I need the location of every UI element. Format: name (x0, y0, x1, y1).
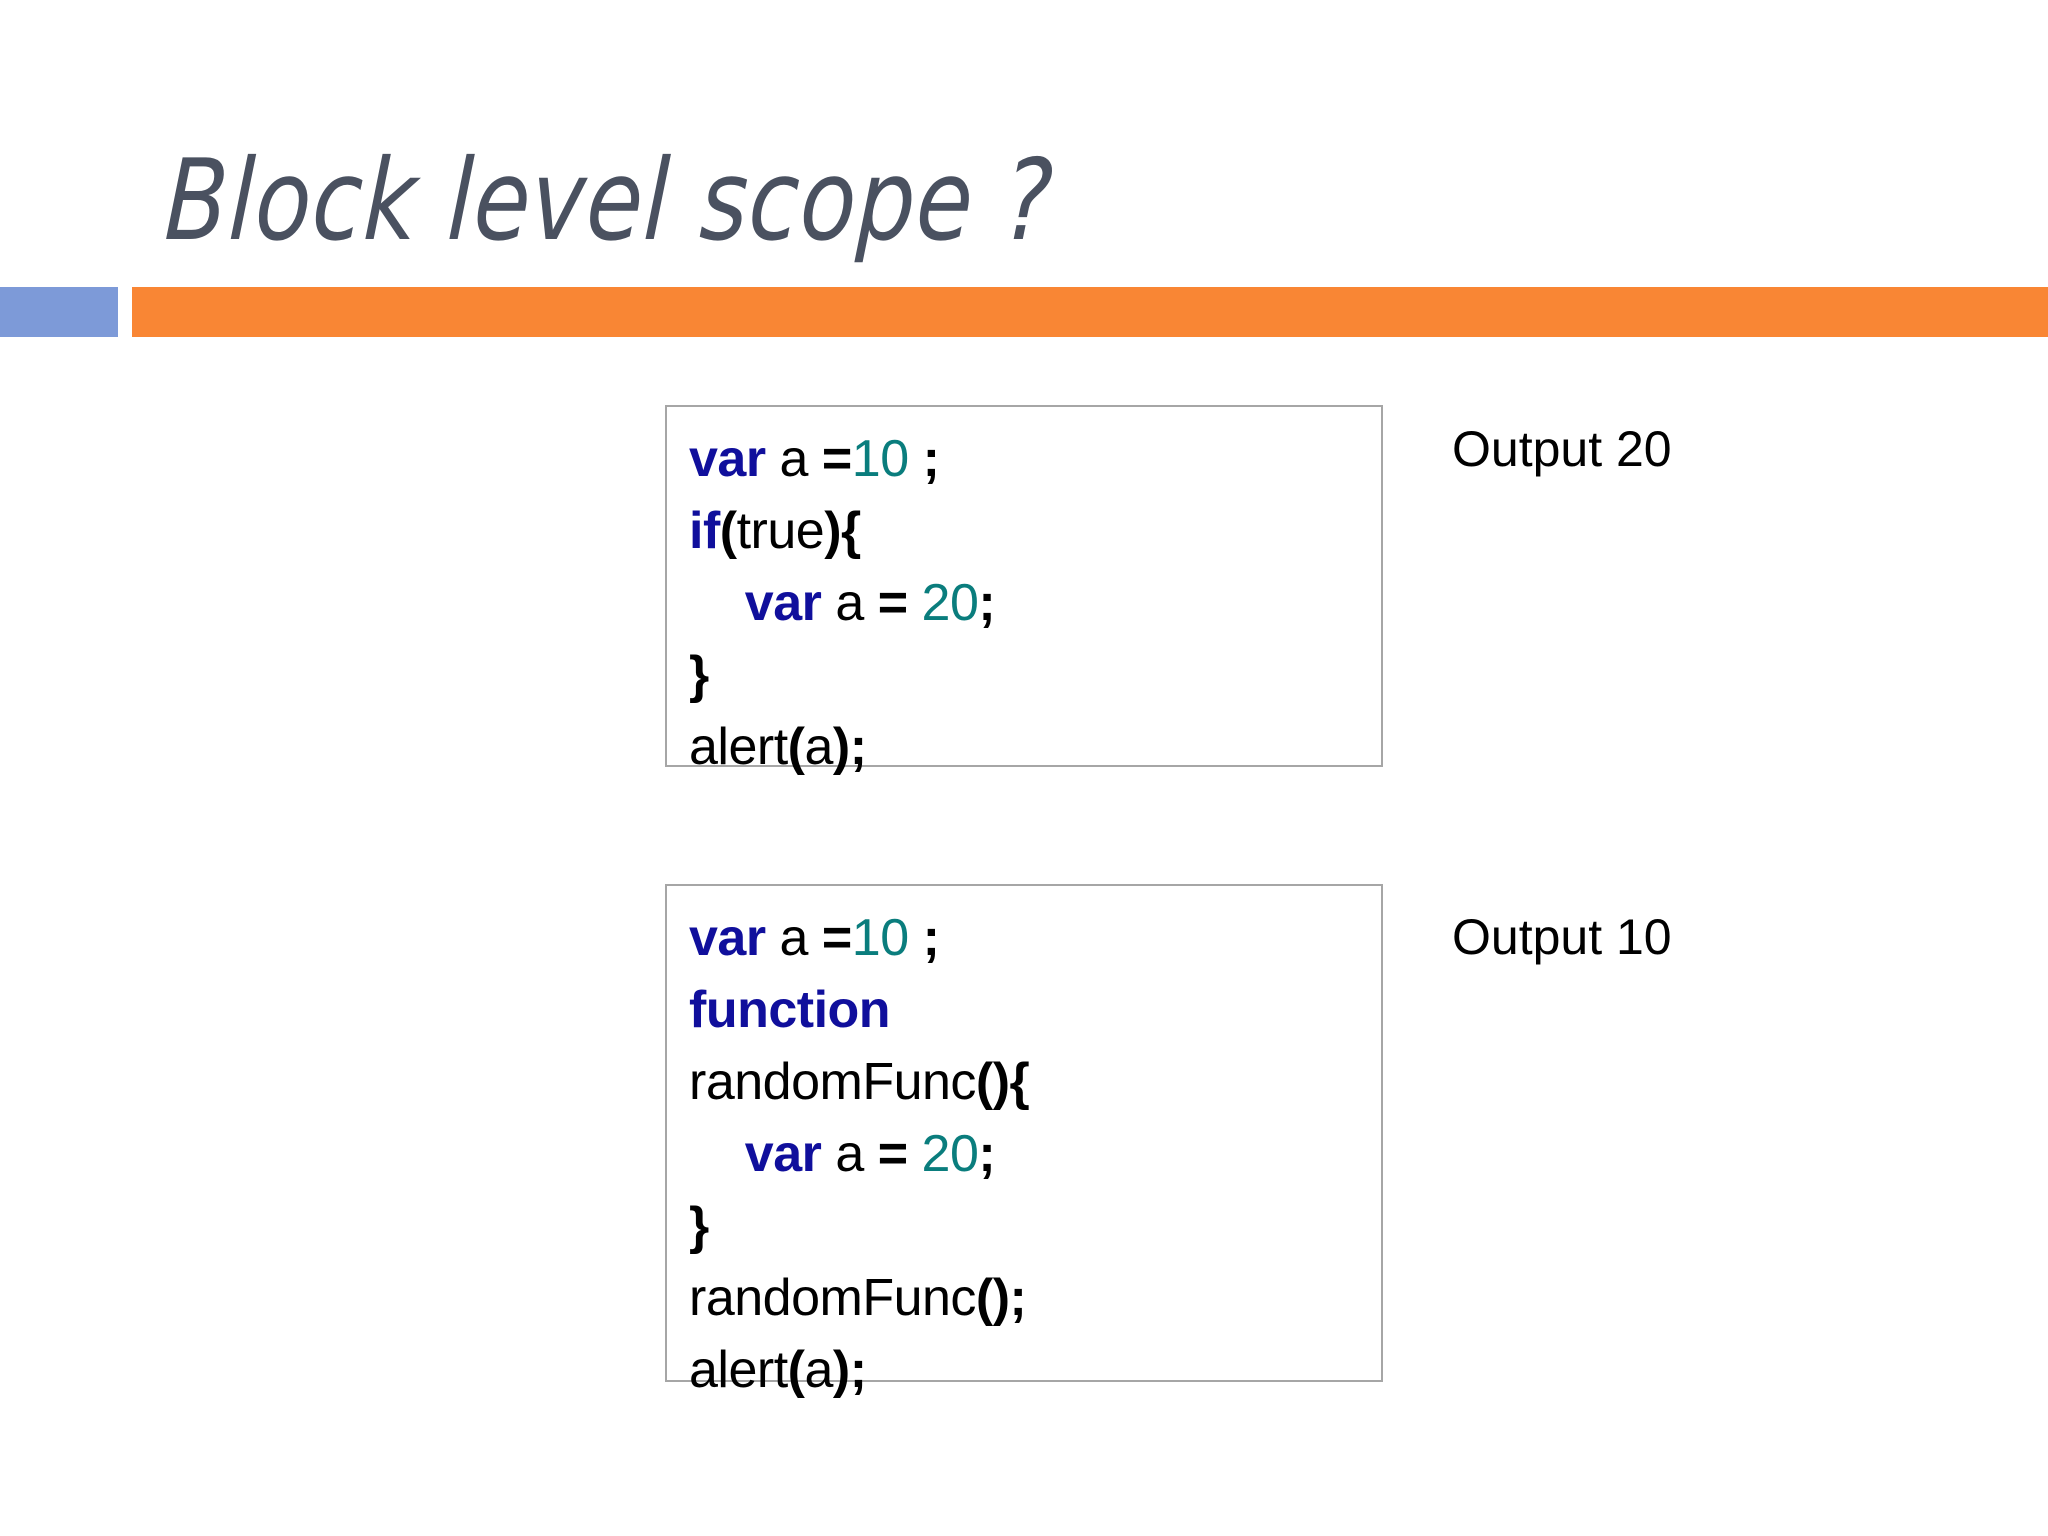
code-token-punc: } (689, 1197, 709, 1255)
code-token-id: a (804, 1341, 833, 1399)
code-token-num: 10 (851, 909, 909, 967)
code-token-punc: ( (719, 502, 737, 560)
code-token-id (808, 430, 822, 488)
code-line: var a = 20; (689, 567, 1381, 639)
code-token-id (808, 909, 822, 967)
code-line: if(true){ (689, 495, 1381, 567)
code-token-num: 20 (921, 1125, 979, 1183)
code-token-punc: (); (975, 1269, 1027, 1327)
code-token-op: = (877, 1125, 908, 1183)
code-token-id: a (835, 574, 864, 632)
code-line: } (689, 1190, 1381, 1262)
code-token-op: = (877, 574, 908, 632)
code-token-kw: function (689, 981, 891, 1039)
code-token-punc: ; (922, 909, 940, 967)
code-token-num: 10 (851, 430, 909, 488)
page-title: Block level scope ? (162, 136, 1057, 267)
code-token-id: a (779, 909, 809, 967)
code-token-punc: (){ (975, 1053, 1030, 1111)
code-token-id: a (804, 718, 833, 776)
code-token-id: a (779, 430, 809, 488)
code-block-1: var a =10 ;if(true){ var a = 20;}alert(a… (665, 405, 1383, 776)
code-line: function (689, 974, 1381, 1046)
code-token-kw: var (689, 909, 766, 967)
code-token-id: randomFunc (689, 1269, 976, 1327)
code-token-kw: if (689, 502, 720, 560)
code-token-id (821, 574, 835, 632)
code-token-punc: ; (978, 1125, 996, 1183)
code-token-punc: ; (978, 574, 996, 632)
output-label-1: Output 20 (1452, 421, 1672, 477)
divider-bar (132, 287, 2048, 337)
code-token-id (908, 1125, 922, 1183)
code-token-punc: ( (787, 718, 805, 776)
code-token-id (821, 1125, 835, 1183)
code-token-op: = (821, 909, 852, 967)
code-token-op: = (821, 430, 852, 488)
code-line: var a = 20; (689, 1118, 1381, 1190)
divider-accent-block (0, 287, 118, 337)
code-token-punc: ( (787, 1341, 805, 1399)
code-token-num: 20 (921, 574, 979, 632)
code-line: alert(a); (689, 711, 1381, 783)
code-token-id (864, 1125, 878, 1183)
code-token-id: alert (689, 1341, 788, 1399)
code-token-punc: ) (824, 502, 842, 560)
code-token-punc: } (689, 646, 709, 704)
code-line: randomFunc(){ (689, 1046, 1381, 1118)
code-token-id (689, 574, 745, 632)
code-token-punc: ); (832, 1341, 867, 1399)
code-token-punc: { (841, 502, 861, 560)
code-token-id (909, 430, 923, 488)
code-token-id (908, 574, 922, 632)
code-token-id (689, 1125, 745, 1183)
code-line: alert(a); (689, 1334, 1381, 1406)
code-token-kw: var (744, 1125, 822, 1183)
code-line: } (689, 639, 1381, 711)
code-token-id (766, 909, 780, 967)
code-line: var a =10 ; (689, 423, 1381, 495)
code-token-id: randomFunc (689, 1053, 976, 1111)
code-token-id: true (736, 502, 825, 560)
code-line: randomFunc(); (689, 1262, 1381, 1334)
code-token-punc: ; (922, 430, 940, 488)
code-token-punc: ); (832, 718, 867, 776)
code-token-id: alert (689, 718, 788, 776)
code-token-kw: var (744, 574, 822, 632)
output-label-2: Output 10 (1452, 909, 1672, 965)
code-token-kw: var (689, 430, 766, 488)
code-token-id: a (835, 1125, 864, 1183)
code-token-id (766, 430, 780, 488)
code-token-id (909, 909, 923, 967)
code-line: var a =10 ; (689, 902, 1381, 974)
code-token-id (864, 574, 878, 632)
